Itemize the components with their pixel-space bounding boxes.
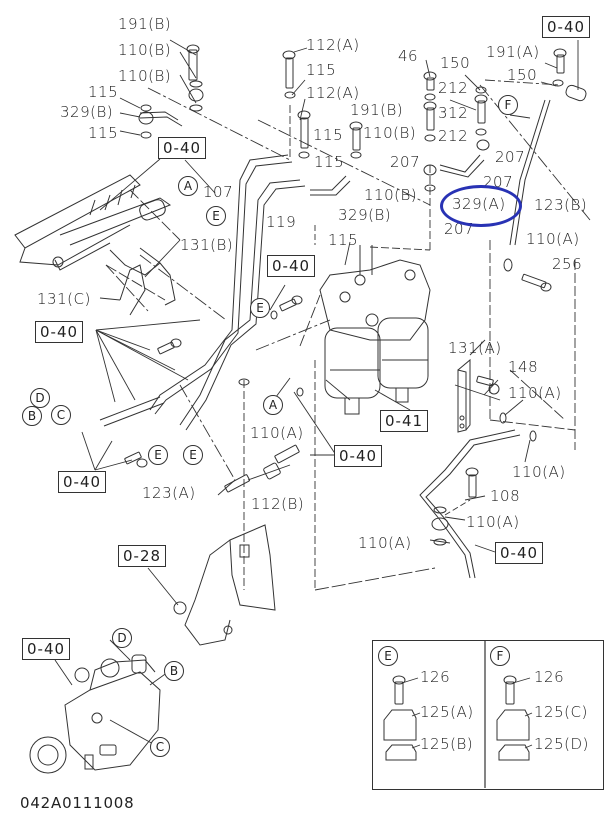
inset-f-key: F <box>490 646 510 666</box>
ref-box-0-40[interactable]: 0-40 <box>158 137 207 159</box>
part-label-112b: 112(B) <box>251 495 305 513</box>
part-label-212: 212 <box>438 127 469 145</box>
inset-f-clamp <box>496 675 530 761</box>
callout-c: C <box>51 405 71 425</box>
part-label-46: 46 <box>398 47 419 65</box>
ref-box-0-40[interactable]: 0-40 <box>542 16 591 38</box>
part-label-207: 207 <box>390 153 421 171</box>
part-label-110a: 110(A) <box>508 384 562 402</box>
inset-f-part-125d: 125(D) <box>534 735 589 753</box>
inset-f-part-125c: 125(C) <box>534 703 588 721</box>
callout-e: E <box>148 445 168 465</box>
fuel-filter <box>319 245 431 415</box>
part-label-115: 115 <box>88 83 119 101</box>
callout-d: D <box>112 628 132 648</box>
inset-e-part-126: 126 <box>420 668 451 686</box>
part-label-150: 150 <box>440 54 471 72</box>
part-label-110a: 110(A) <box>512 463 566 481</box>
part-label-112a: 112(A) <box>306 84 360 102</box>
part-label-119: 119 <box>266 213 297 231</box>
fasteners <box>124 44 587 546</box>
callout-e: E <box>206 206 226 226</box>
mounting-bracket <box>173 524 276 646</box>
inset-e-clamp <box>383 675 417 761</box>
part-label-148: 148 <box>508 358 539 376</box>
part-label-108: 108 <box>490 487 521 505</box>
ref-box-0-40[interactable]: 0-40 <box>35 321 84 343</box>
part-label-110a: 110(A) <box>358 534 412 552</box>
highlight-ellipse <box>440 185 522 227</box>
inset-e-key: E <box>378 646 398 666</box>
part-label-123b: 123(B) <box>534 196 588 214</box>
part-label-312: 312 <box>438 104 469 122</box>
part-label-329b: 329(B) <box>338 206 392 224</box>
part-label-110b: 110(B) <box>118 67 172 85</box>
callout-e: E <box>250 298 270 318</box>
part-label-191a: 191(A) <box>486 43 540 61</box>
part-label-110b: 110(B) <box>118 41 172 59</box>
bracket-131a <box>457 358 471 433</box>
callout-b: B <box>22 406 42 426</box>
part-label-110a: 110(A) <box>526 230 580 248</box>
ref-box-0-40[interactable]: 0-40 <box>334 445 383 467</box>
clamp-detail-insets <box>372 640 604 790</box>
callout-f: F <box>498 95 518 115</box>
ref-box-0-40[interactable]: 0-40 <box>58 471 107 493</box>
inset-e-part-125a: 125(A) <box>420 703 474 721</box>
ref-box-0-40[interactable]: 0-40 <box>267 255 316 277</box>
ref-box-0-41[interactable]: 0-41 <box>380 410 429 432</box>
callout-b: B <box>164 661 184 681</box>
part-label-329b: 329(B) <box>60 103 114 121</box>
part-label-115: 115 <box>306 61 337 79</box>
ref-box-0-40[interactable]: 0-40 <box>22 638 71 660</box>
part-label-212: 212 <box>438 79 469 97</box>
ref-box-0-28[interactable]: 0-28 <box>118 545 167 567</box>
callout-c: C <box>150 737 170 757</box>
part-label-207: 207 <box>495 148 526 166</box>
part-label-110b: 110(B) <box>363 124 417 142</box>
part-label-191b: 191(B) <box>118 15 172 33</box>
part-label-123a: 123(A) <box>142 484 196 502</box>
part-label-191b: 191(B) <box>350 101 404 119</box>
part-label-115: 115 <box>88 124 119 142</box>
part-label-110a: 110(A) <box>466 513 520 531</box>
callout-e: E <box>183 445 203 465</box>
callout-d: D <box>30 388 50 408</box>
part-label-329a-highlighted: 329(A) <box>452 195 506 213</box>
inset-e-part-125b: 125(B) <box>420 735 474 753</box>
injection-pump <box>29 654 161 774</box>
callout-a: A <box>263 395 283 415</box>
part-label-131a: 131(A) <box>448 339 502 357</box>
part-label-115: 115 <box>313 126 344 144</box>
part-label-131c: 131(C) <box>37 290 91 308</box>
part-label-107: 107 <box>203 183 234 201</box>
part-label-115: 115 <box>328 231 359 249</box>
part-label-131b: 131(B) <box>180 236 234 254</box>
inset-f-part-126: 126 <box>534 668 565 686</box>
part-label-150: 150 <box>507 66 538 84</box>
ref-box-0-40[interactable]: 0-40 <box>495 542 544 564</box>
part-label-110a: 110(A) <box>250 424 304 442</box>
injector-rail <box>14 174 176 316</box>
drawing-code: 042A0111008 <box>20 794 135 812</box>
fuel-pipes <box>99 99 551 579</box>
part-label-256: 256 <box>552 255 583 273</box>
inset-leaders <box>401 677 533 749</box>
part-label-112a: 112(A) <box>306 36 360 54</box>
callout-a: A <box>178 176 198 196</box>
part-label-110b: 110(B) <box>364 186 418 204</box>
part-label-115: 115 <box>314 153 345 171</box>
